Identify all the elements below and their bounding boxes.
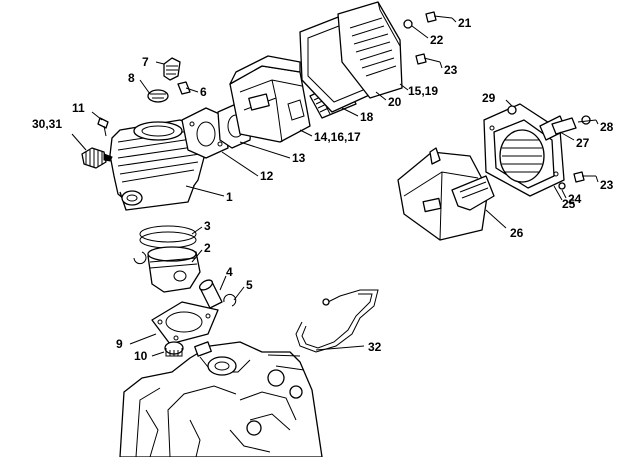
flange-assembly-25 (483, 103, 567, 197)
flange-12 (181, 107, 229, 159)
callout-32: 32 (368, 340, 382, 354)
callout-20: 20 (388, 95, 402, 109)
screw-11 (97, 117, 109, 137)
screws-muffler (403, 11, 453, 65)
callout-26: 26 (510, 226, 524, 240)
callout-8: 8 (128, 71, 135, 85)
callout-27: 27 (576, 136, 590, 150)
callout-23-right: 23 (600, 178, 614, 192)
shroud-26 (397, 147, 495, 241)
leader-lines (71, 17, 599, 357)
crankcase (119, 341, 323, 457)
decompression-valve (147, 57, 191, 103)
callout-4: 4 (226, 265, 233, 279)
callout-14-16-17: 14,16,17 (314, 130, 361, 144)
base-gasket (151, 301, 219, 345)
callout-11: 11 (72, 101, 85, 115)
callout-10: 10 (134, 349, 148, 363)
callout-23-top: 23 (444, 63, 458, 77)
callout-21: 21 (458, 16, 472, 30)
muffler-body (229, 55, 311, 143)
callout-labels: 1 2 3 4 5 6 7 8 9 10 11 12 13 14,16,17 1… (32, 16, 614, 363)
callout-24: 24 (568, 192, 582, 206)
callout-12: 12 (260, 169, 274, 183)
screws-right (507, 105, 597, 190)
callout-25: 25 (562, 197, 576, 211)
callout-18: 18 (360, 110, 374, 124)
circlip-5 (223, 293, 237, 307)
callout-5: 5 (246, 278, 253, 292)
piston (147, 246, 201, 293)
needle-bearing (164, 341, 184, 357)
callout-3: 3 (204, 219, 211, 233)
muffler-cover (337, 1, 403, 99)
callout-13: 13 (292, 151, 306, 165)
callout-6: 6 (200, 85, 207, 99)
piston-rings (139, 225, 197, 249)
piston-pin (198, 279, 223, 309)
callout-30-31: 30,31 (32, 117, 62, 131)
callout-2: 2 (204, 241, 211, 255)
circlip-left (133, 251, 147, 265)
cylinder (109, 119, 207, 211)
callout-9: 9 (116, 337, 123, 351)
callout-28: 28 (600, 120, 614, 134)
callout-22: 22 (430, 33, 444, 47)
callout-15-19: 15,19 (408, 84, 438, 98)
callout-1: 1 (226, 190, 233, 204)
cable-32 (295, 289, 379, 353)
callout-29: 29 (482, 91, 496, 105)
spark-plug (81, 147, 113, 169)
callout-7: 7 (142, 55, 149, 69)
